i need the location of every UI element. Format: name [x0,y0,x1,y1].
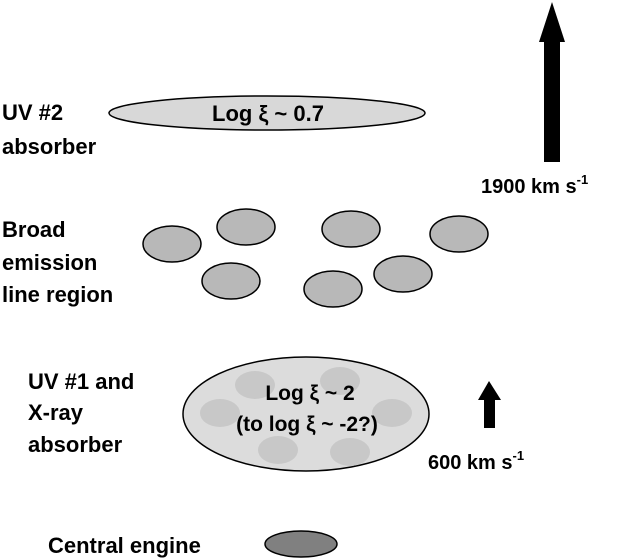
uv1-inner-cloud [235,371,275,399]
central-engine-ellipse [264,530,338,558]
uv2-label-line2: absorber [2,134,97,159]
blr-cloud [429,215,489,253]
blr-clouds [142,208,489,308]
uv1-ionization-text-line1: Log ξ ~ 2 [265,382,354,405]
uv1-inner-cloud [330,438,370,466]
slow-velocity-exponent: -1 [513,448,525,463]
blr-cloud [321,210,381,248]
slow-velocity-arrow [478,381,501,428]
uv1-inner-cloud [258,436,298,464]
uv1-ionization-text-line2: (to log ξ ~ -2?) [236,413,378,436]
fast-velocity-exponent: -1 [577,172,589,187]
slow-velocity-value: 600 km s [428,452,513,474]
blr-cloud [303,270,363,308]
uv2-absorber-ellipse [108,95,426,131]
fast-velocity-arrow [539,2,565,162]
blr-cloud [216,208,276,246]
blr-cloud [142,225,202,263]
uv2-ionization-text: Log ξ ~ 0.7 [212,101,324,126]
uv1-inner-cloud [372,399,412,427]
blr-label-line1: Broad [2,217,66,242]
uv1-absorber: Log ξ ~ 2 (to log ξ ~ -2?) [182,356,430,472]
central-engine-label: Central engine [48,533,201,558]
blr-cloud [201,262,261,300]
slow-velocity-label: 600 km s-1 [428,448,524,474]
fast-velocity-label: 1900 km s-1 [481,172,588,198]
uv2-label-line1: UV #2 [2,100,63,125]
uv1-inner-cloud [200,399,240,427]
blr-label-line2: emission [2,250,97,275]
blr-cloud [373,255,433,293]
uv1-label-line1: UV #1 and [28,369,134,394]
fast-velocity-value: 1900 km s [481,176,577,198]
uv1-label-line3: absorber [28,432,123,457]
uv1-inner-cloud [320,367,360,395]
uv1-label-line2: X-ray [28,400,84,425]
blr-label-line3: line region [2,282,113,307]
